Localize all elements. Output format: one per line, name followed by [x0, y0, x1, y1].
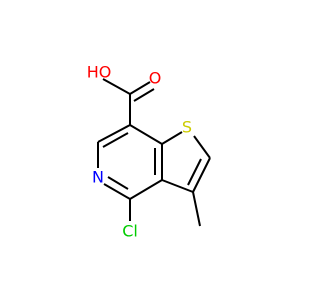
- bond-n5-c4-double: [103, 183, 131, 200]
- bond-n5-c4-inner: [107, 176, 129, 190]
- nitrogen-label: N: [92, 168, 104, 187]
- bond-c3-c3a: [161, 179, 194, 193]
- bond-c7-c6-inner: [102, 132, 129, 148]
- bond-c-o-double-a: [129, 81, 151, 95]
- carbonyl-oxygen-label: O: [149, 69, 162, 88]
- bond-s-c2: [193, 135, 211, 159]
- molecule-svg: HO O S N Cl: [87, 63, 211, 241]
- sulfur-label: S: [182, 118, 192, 137]
- bond-c-o-double-b: [133, 88, 155, 102]
- structure-diagram: HO O S N Cl: [87, 63, 211, 241]
- bond-c7-c6-double: [97, 124, 131, 143]
- bonds: [97, 78, 211, 227]
- bond-c7a-s: [161, 131, 183, 145]
- chlorine-label: Cl: [122, 222, 138, 241]
- bond-c4-c3a: [129, 179, 163, 200]
- bond-c7a-c7: [129, 124, 163, 145]
- atom-labels: HO O S N Cl: [87, 63, 192, 241]
- bond-c-oh: [102, 78, 131, 95]
- bond-c2-c3-double: [192, 157, 211, 193]
- hydroxyl-oxygen-label: HO: [87, 63, 112, 82]
- bond-c2-c3-inner: [187, 158, 202, 186]
- bond-c3-methyl: [192, 191, 201, 227]
